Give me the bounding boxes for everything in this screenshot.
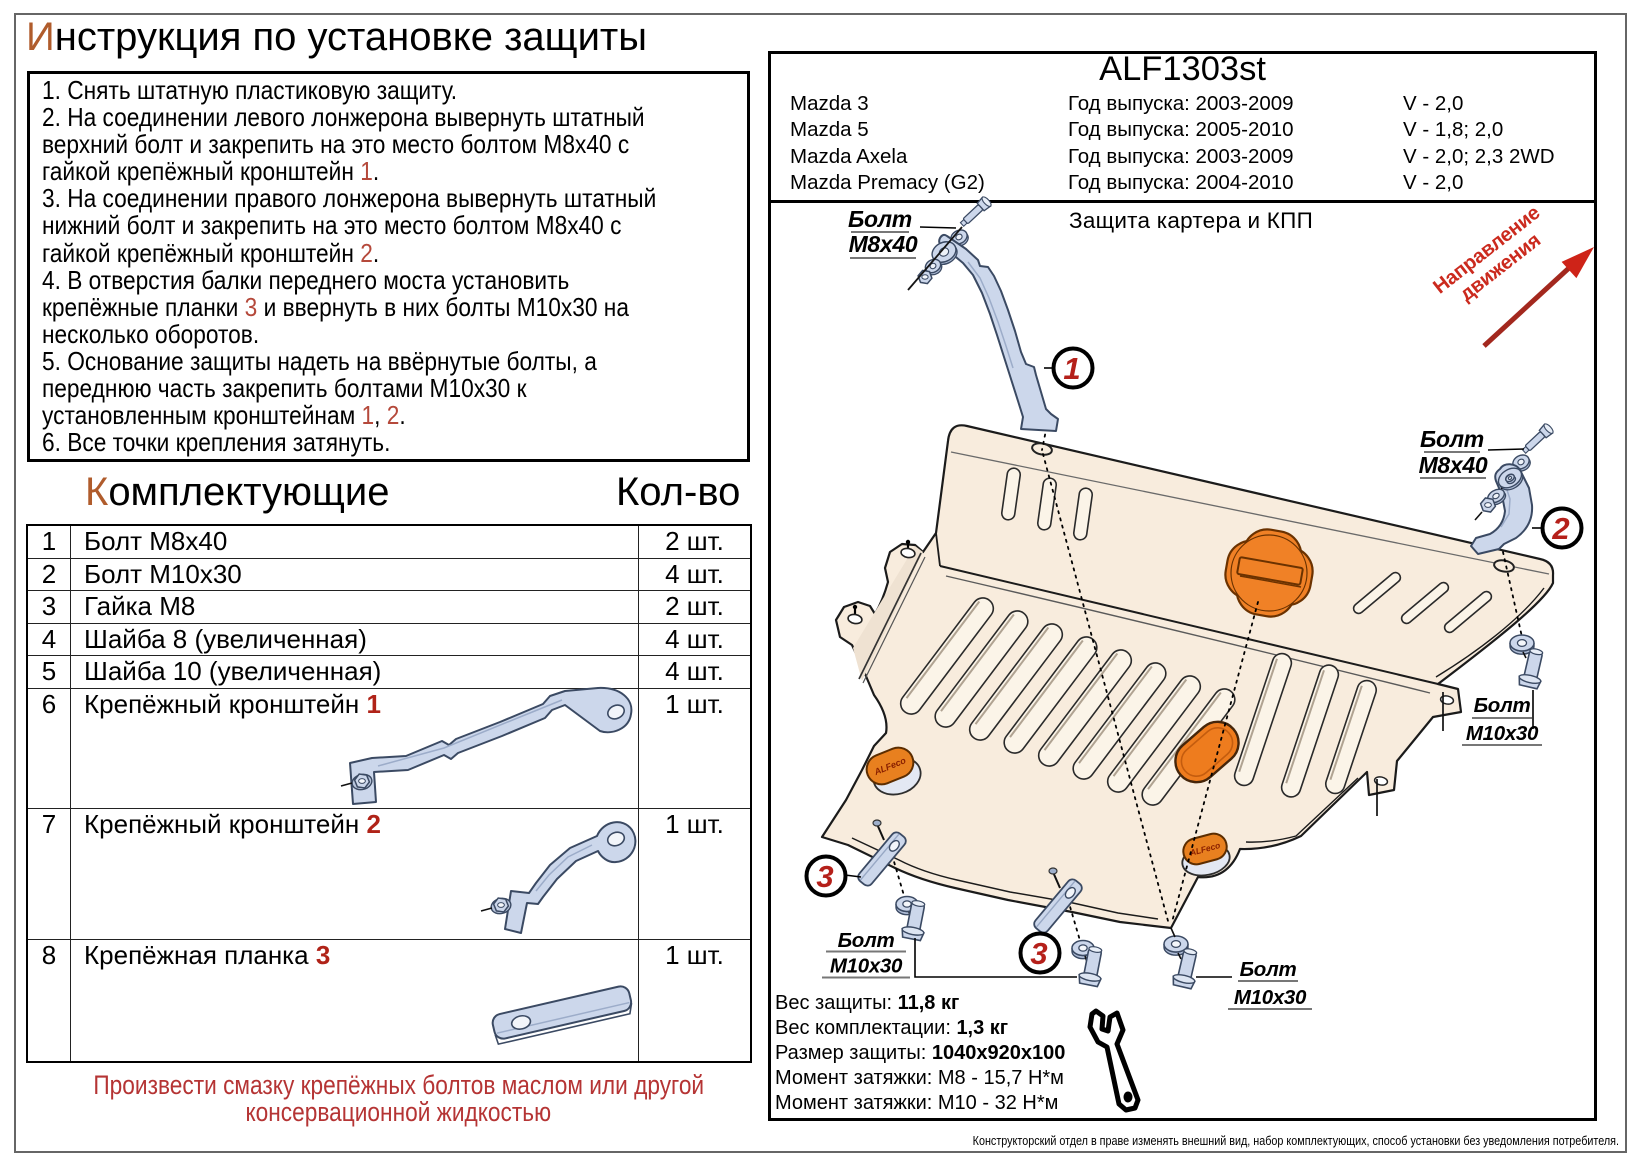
svg-text:Болт: Болт [1420,426,1484,452]
svg-text:Болт: Болт [848,206,912,232]
svg-text:Болт: Болт [1240,958,1297,981]
svg-text:Болт: Болт [838,929,895,952]
svg-text:М10х30: М10х30 [1466,722,1539,745]
svg-text:Защита картера и КПП: Защита картера и КПП [1069,208,1313,233]
svg-text:М10х30: М10х30 [830,955,903,978]
svg-text:1: 1 [1063,351,1080,386]
svg-text:3: 3 [1030,936,1047,971]
svg-text:М10х30: М10х30 [1234,986,1307,1009]
svg-text:М8х40: М8х40 [849,231,918,257]
svg-text:Болт: Болт [1474,694,1531,717]
svg-text:М8х40: М8х40 [1419,452,1488,478]
svg-text:2: 2 [1551,511,1569,546]
svg-text:3: 3 [816,859,833,894]
